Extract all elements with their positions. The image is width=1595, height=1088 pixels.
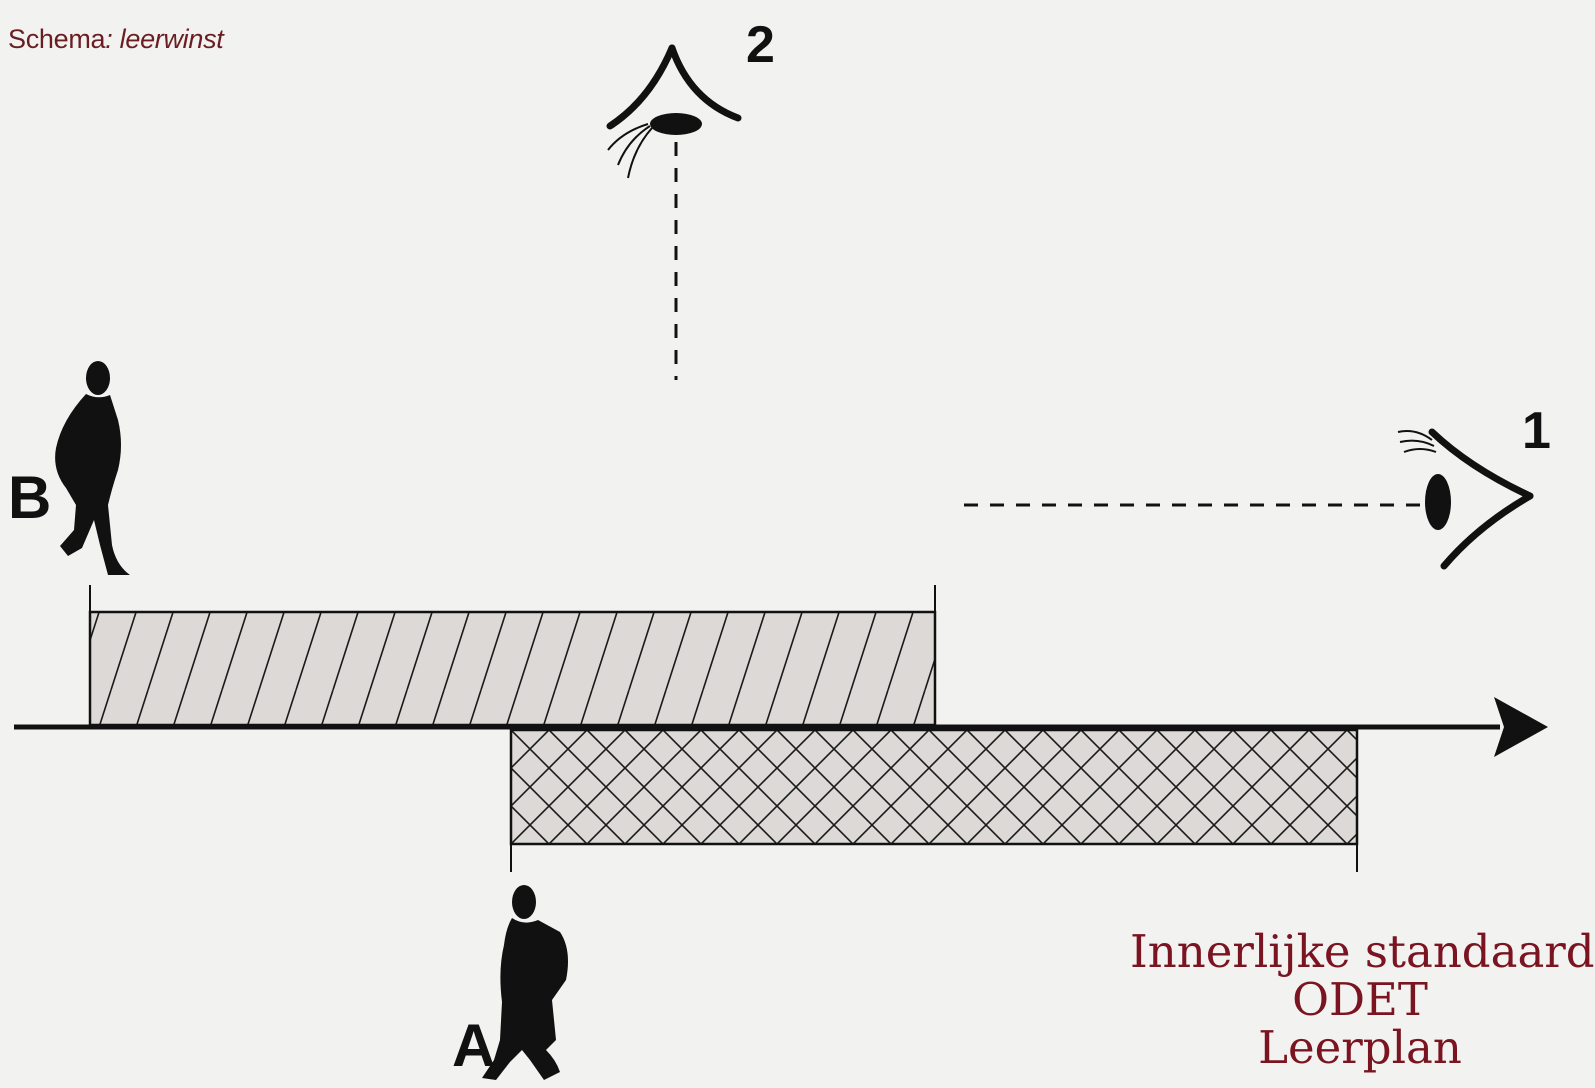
viewpoint-1: 1 <box>964 402 1551 570</box>
learning-gain-diagram: 2 1 B A <box>8 16 1551 1080</box>
arrow-head-icon <box>1494 697 1548 757</box>
pupil-b-label: B <box>8 464 51 531</box>
pupil-a: A <box>452 885 568 1080</box>
pupil-b: B <box>8 361 130 575</box>
caption-rest: : leerwinst <box>105 24 224 54</box>
legend-line-2: ODET <box>1292 973 1428 1026</box>
diagram-caption: Schema: leerwinst <box>8 24 224 55</box>
legend-line-1: Innerlijke standaard <box>1130 925 1595 978</box>
viewpoint-2: 2 <box>606 16 775 380</box>
eye-icon <box>1397 428 1534 570</box>
pupil-silhouette-icon <box>482 885 568 1080</box>
pupil-silhouette-icon <box>55 361 130 575</box>
viewpoint-1-number: 1 <box>1522 402 1551 460</box>
reference-legend: Innerlijke standaard ODET Leerplan <box>1130 925 1595 1074</box>
eye-icon <box>606 44 742 179</box>
caption-lead: Schema <box>8 24 106 54</box>
time-axis <box>14 697 1548 757</box>
legend-line-3: Leerplan <box>1258 1021 1462 1074</box>
lower-bar <box>509 728 1359 872</box>
viewpoint-2-number: 2 <box>746 16 775 74</box>
upper-bar <box>88 585 937 727</box>
pupil-a-label: A <box>452 1012 495 1079</box>
